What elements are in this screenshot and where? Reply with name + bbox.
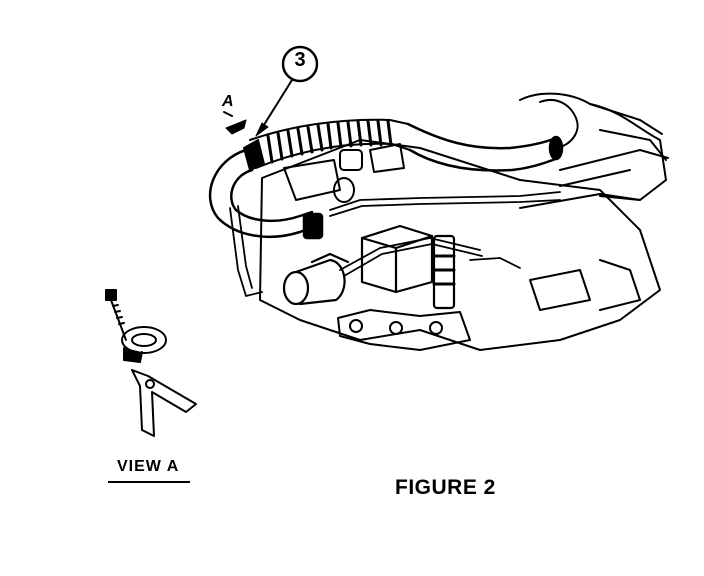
valve-components: [283, 143, 405, 203]
canister: [282, 252, 350, 306]
bolt-icon: [105, 289, 127, 341]
lower-hose: [208, 148, 324, 240]
view-a-label: VIEW A: [117, 458, 180, 475]
corrugated-hose: [243, 118, 411, 171]
bracket-icon: [131, 369, 197, 437]
engine-block: [259, 92, 669, 351]
view-a-underline: [108, 481, 190, 483]
callout-3: [255, 45, 319, 137]
manifold: [337, 309, 471, 351]
figure-label: FIGURE 2: [395, 476, 496, 499]
view-a-arrow-icon: [223, 111, 247, 135]
filter-housing: [360, 224, 456, 310]
fuel-lines: [229, 191, 561, 297]
view-a-detail: [105, 289, 197, 437]
view-arrow-letter: A: [222, 93, 234, 110]
clamp-icon: [121, 326, 167, 363]
callout-number: 3: [294, 49, 306, 71]
upper-hose: [406, 122, 564, 172]
